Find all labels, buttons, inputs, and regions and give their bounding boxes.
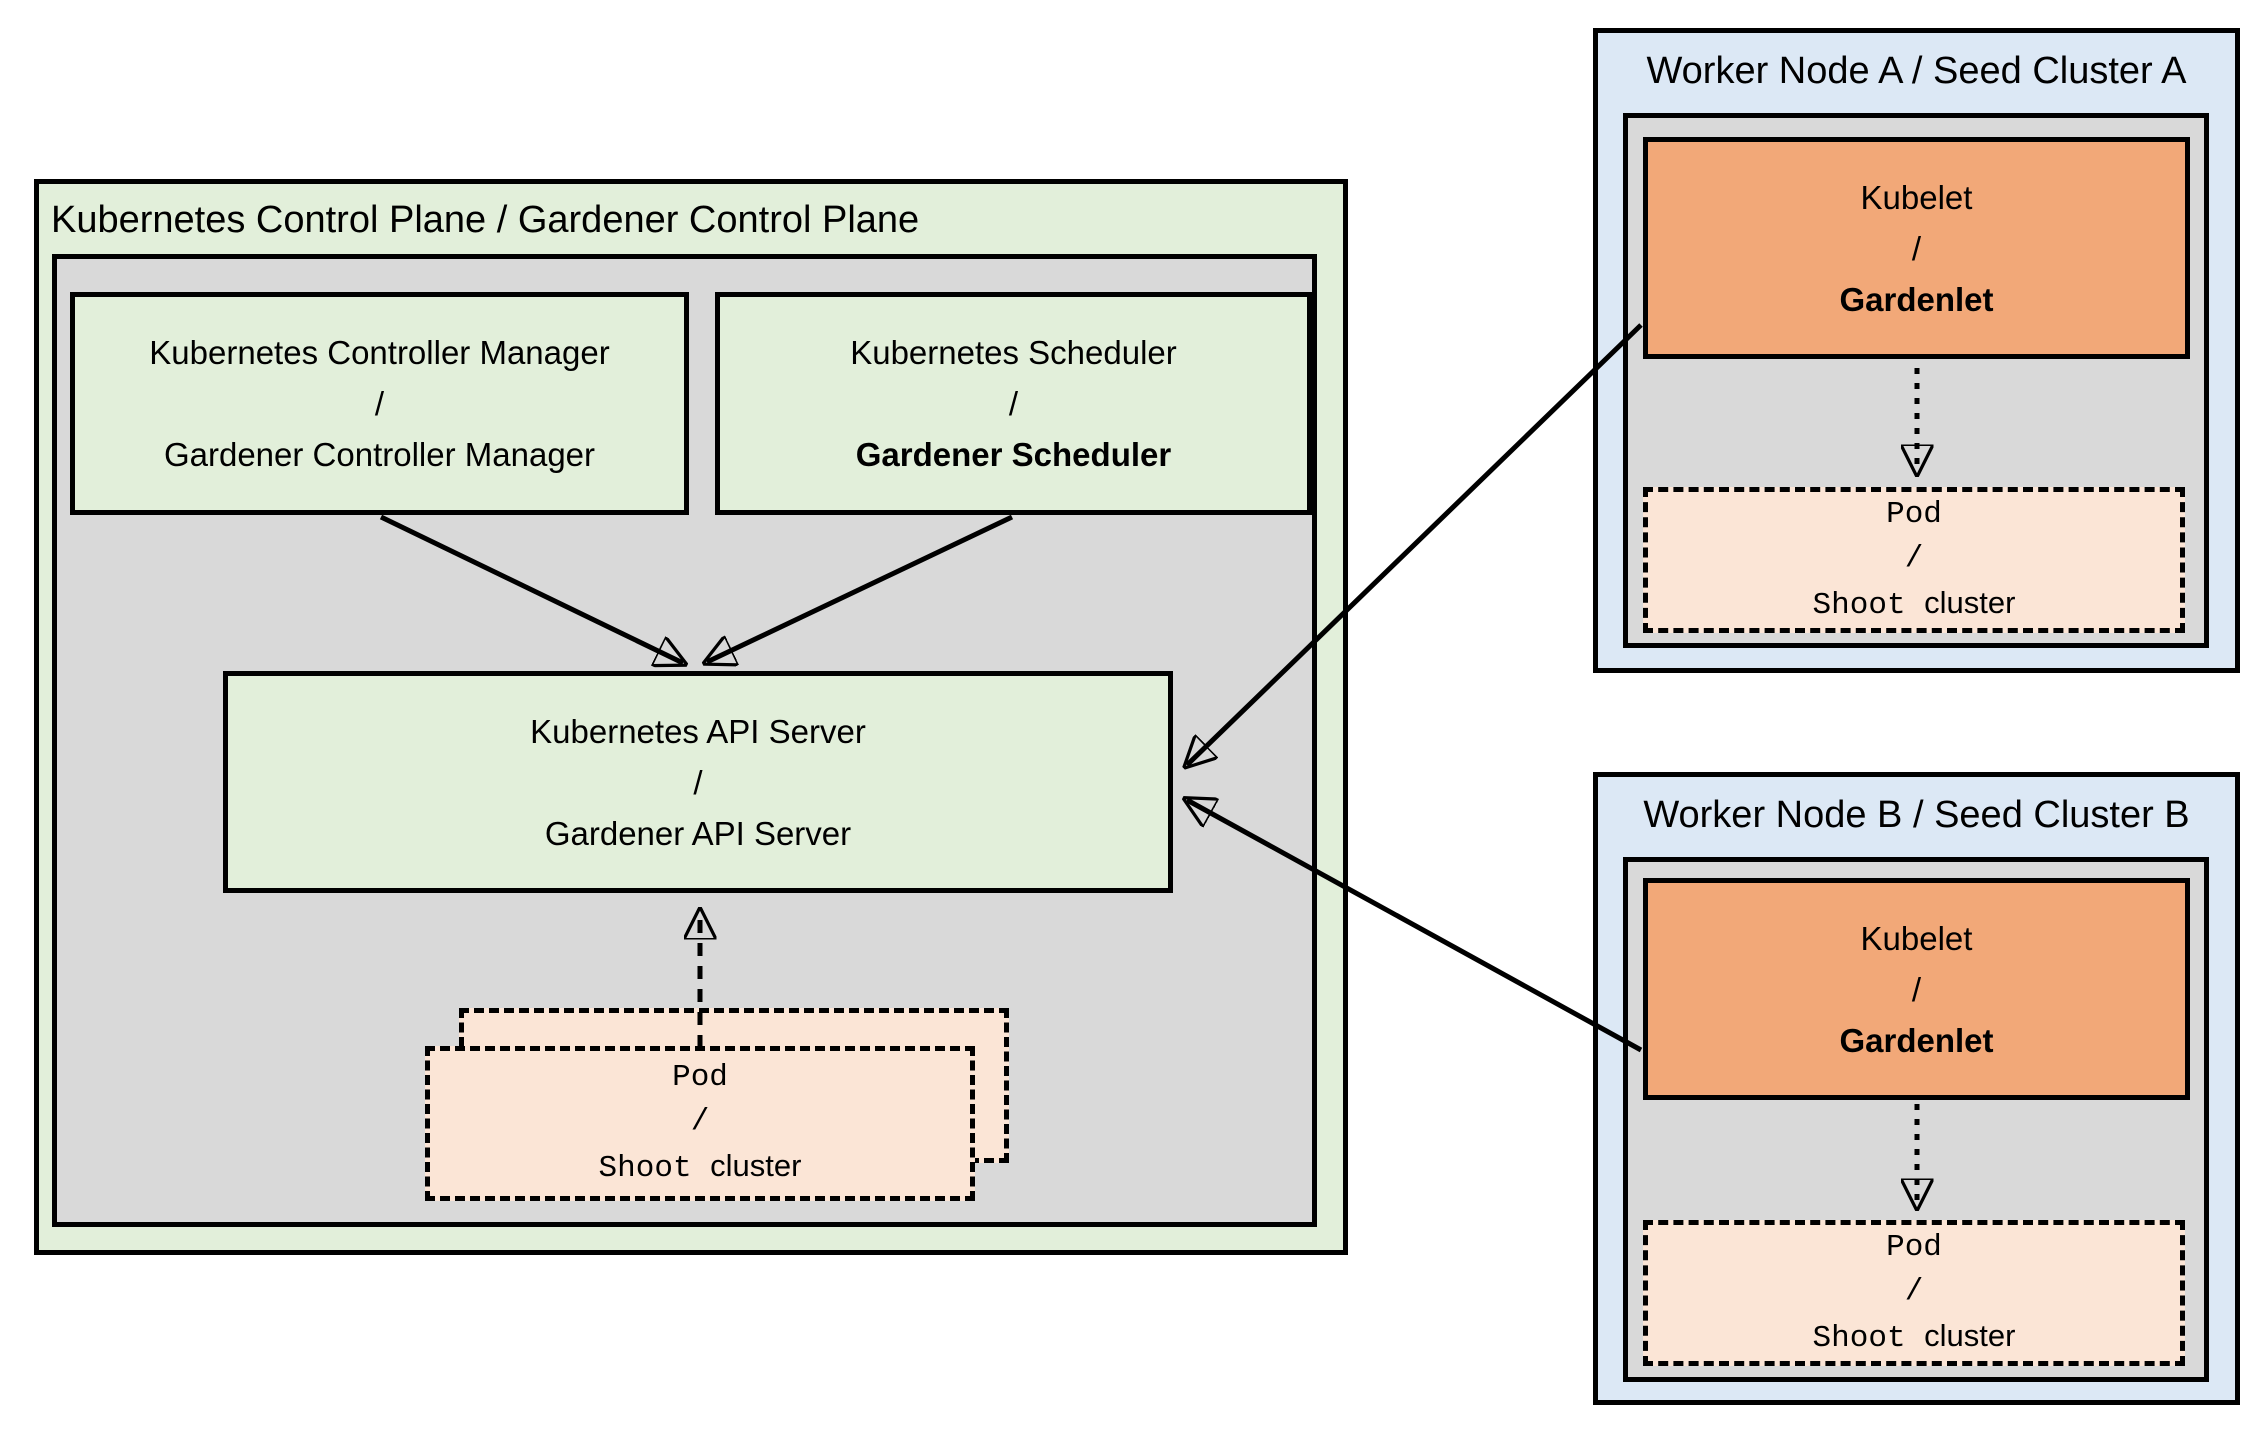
worker-a-kubelet-label: Kubelet / Gardenlet bbox=[1839, 178, 1994, 318]
worker-b-pod-box: Pod / Shoot cluster bbox=[1643, 1220, 2185, 1366]
worker-b-kubelet-label: Kubelet / Gardenlet bbox=[1839, 919, 1994, 1059]
control-plane-box: Kubernetes Control Plane / Gardener Cont… bbox=[34, 179, 1348, 1255]
control-plane-title: Kubernetes Control Plane / Gardener Cont… bbox=[51, 199, 920, 241]
control-plane-pod-label: Pod / Shoot cluster bbox=[598, 1060, 802, 1186]
worker-node-a-node-area: Kubelet / Gardenlet Pod / Shoot cluster bbox=[1623, 113, 2209, 648]
worker-node-b-box: Worker Node B / Seed Cluster B Kubelet /… bbox=[1593, 772, 2240, 1405]
worker-b-pod-label: Pod / Shoot cluster bbox=[1812, 1229, 2016, 1356]
controller-manager-label: Kubernetes Controller Manager / Gardener… bbox=[149, 334, 610, 473]
api-server-label: Kubernetes API Server / Gardener API Ser… bbox=[530, 712, 866, 852]
worker-node-a-box: Worker Node A / Seed Cluster A Kubelet /… bbox=[1593, 28, 2240, 673]
worker-node-b-node-area: Kubelet / Gardenlet Pod / Shoot cluster bbox=[1623, 857, 2209, 1382]
worker-a-pod-box: Pod / Shoot cluster bbox=[1643, 487, 2185, 633]
worker-a-pod-label: Pod / Shoot cluster bbox=[1812, 496, 2016, 623]
scheduler-box: Kubernetes Scheduler / Gardener Schedule… bbox=[715, 292, 1312, 515]
controller-manager-box: Kubernetes Controller Manager / Gardener… bbox=[70, 292, 689, 515]
worker-node-b-title: Worker Node B / Seed Cluster B bbox=[1643, 794, 2190, 836]
worker-b-kubelet-box: Kubelet / Gardenlet bbox=[1643, 878, 2190, 1100]
scheduler-label: Kubernetes Scheduler / Gardener Schedule… bbox=[850, 334, 1177, 473]
control-plane-pod-box: Pod / Shoot cluster bbox=[425, 1046, 975, 1201]
worker-node-a-title: Worker Node A / Seed Cluster A bbox=[1646, 50, 2187, 92]
worker-a-kubelet-box: Kubelet / Gardenlet bbox=[1643, 137, 2190, 359]
api-server-box: Kubernetes API Server / Gardener API Ser… bbox=[223, 671, 1173, 893]
control-plane-node-area: Kubernetes Controller Manager / Gardener… bbox=[52, 254, 1317, 1227]
